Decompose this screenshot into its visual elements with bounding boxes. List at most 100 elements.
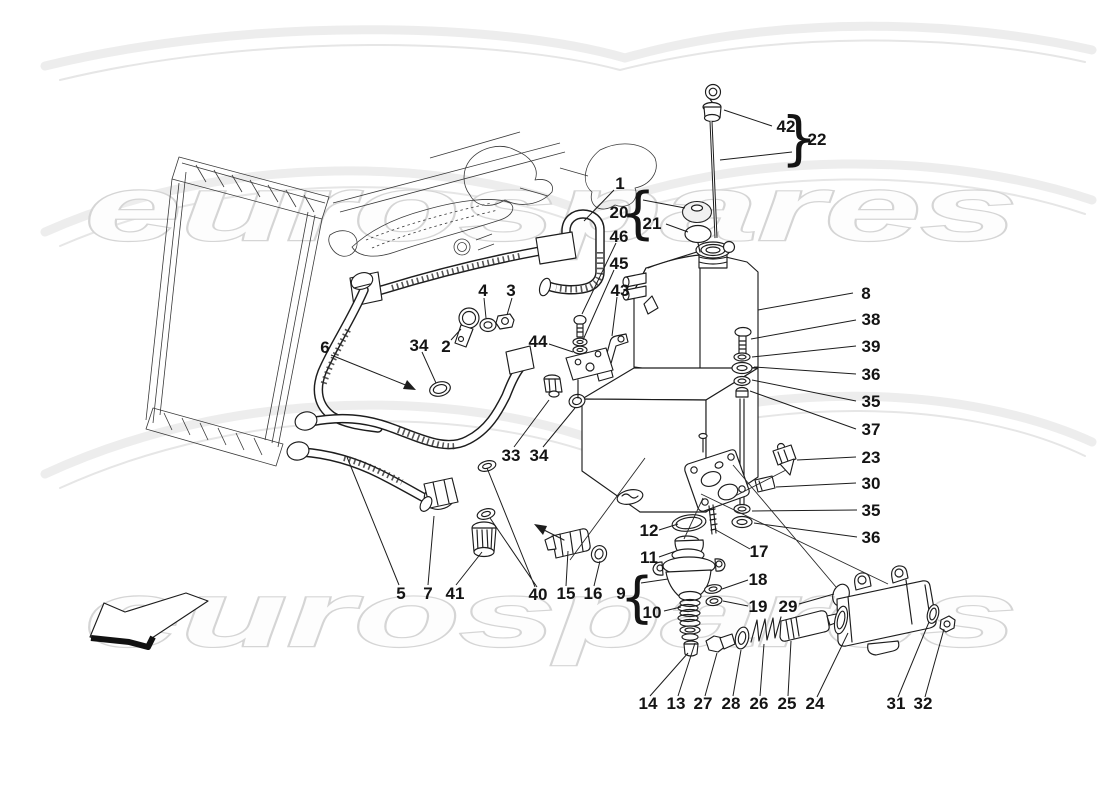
part-number-label[interactable]: 28 [722, 694, 741, 713]
part-number-label[interactable]: 27 [694, 694, 713, 713]
plug-27 [705, 633, 736, 653]
part-number-label[interactable]: 12 [640, 521, 659, 540]
part-number-label[interactable]: 22 [808, 130, 827, 149]
grouping-brace: { [620, 181, 656, 246]
flow-arrow-icon [534, 524, 547, 535]
previous-arrow-icon[interactable] [89, 592, 209, 650]
cap-nut-14 [683, 640, 699, 657]
part-number-label[interactable]: 7 [423, 584, 432, 603]
part-number-label[interactable]: 35 [862, 392, 881, 411]
nut-3 [495, 313, 515, 330]
union-15 [544, 528, 591, 559]
part-number-label[interactable]: 36 [862, 365, 881, 384]
part-number-label[interactable]: 2 [441, 337, 450, 356]
part-number-label[interactable]: 40 [529, 585, 548, 604]
part-number-label[interactable]: 10 [643, 603, 662, 622]
part-number-label[interactable]: 15 [557, 584, 576, 603]
lower-hose [286, 441, 437, 507]
feed-hose [294, 345, 535, 450]
part-number-label[interactable]: 3 [506, 281, 515, 300]
washer-45a [572, 337, 588, 347]
pin-30 [754, 475, 776, 493]
part-number-label[interactable]: 16 [584, 584, 603, 603]
part-number-label[interactable]: 14 [639, 694, 658, 713]
swoosh-top-edge [40, 21, 1097, 71]
dipstick [702, 83, 722, 239]
watermark-layer: eurospares eurospares [40, 21, 1097, 667]
part-number-label[interactable]: 23 [862, 448, 881, 467]
part-number-label[interactable]: 38 [862, 310, 881, 329]
pump-assembly [652, 504, 726, 657]
part-number-label[interactable]: 42 [777, 117, 796, 136]
part-number-label[interactable]: 26 [750, 694, 769, 713]
washer-13a [679, 625, 701, 635]
cap-11 [671, 535, 705, 562]
part-number-label[interactable]: 43 [611, 281, 630, 300]
plug-41 [471, 521, 497, 558]
spring-26 [750, 616, 782, 643]
washer-19 [705, 595, 723, 607]
part-number-label[interactable]: 46 [610, 227, 629, 246]
part-number-label[interactable]: 4 [478, 281, 488, 300]
part-number-label[interactable]: 34 [410, 336, 429, 355]
leader-lines [330, 109, 945, 698]
part-number-label[interactable]: 30 [862, 474, 881, 493]
bolt-46 [573, 314, 587, 326]
washer-40b [476, 508, 496, 520]
leader-arrowhead [403, 380, 416, 390]
seal-34 [568, 393, 586, 409]
part-number-label[interactable]: 9 [616, 584, 625, 603]
part-number-label[interactable]: 25 [778, 694, 797, 713]
part-number-label[interactable]: 45 [610, 254, 629, 273]
valve-assembly [705, 565, 956, 656]
fastener-stacks [565, 314, 797, 529]
part-number-label[interactable]: 34 [530, 446, 549, 465]
part-number-label[interactable]: 36 [862, 528, 881, 547]
pin-17 [708, 504, 718, 535]
part-number-label[interactable]: 44 [529, 332, 548, 351]
part-number-label[interactable]: 35 [862, 501, 881, 520]
washer-18 [703, 584, 723, 594]
grouping-brace: { [620, 566, 654, 629]
engine-background [328, 131, 657, 257]
washer-13b [681, 633, 699, 641]
part-number-label[interactable]: 20 [610, 203, 629, 222]
swoosh-top-edge-echo [59, 39, 1086, 81]
part-number-label[interactable]: 13 [667, 694, 686, 713]
sensor-23 [772, 442, 797, 476]
part-number-label[interactable]: 33 [502, 446, 521, 465]
part-number-label[interactable]: 19 [749, 597, 768, 616]
part-number-label[interactable]: 39 [862, 337, 881, 356]
nut-32 [939, 615, 956, 633]
hoses [286, 209, 605, 507]
part-number-label[interactable]: 6 [320, 338, 329, 357]
part-number-label[interactable]: 18 [749, 570, 768, 589]
part-number-label[interactable]: 17 [750, 542, 769, 561]
filler-cap [681, 200, 713, 253]
washer-40a [477, 460, 497, 472]
housing-24 [833, 565, 937, 656]
radiator [145, 156, 330, 467]
part-number-label[interactable]: 5 [396, 584, 405, 603]
part-number-label[interactable]: 41 [446, 584, 465, 603]
part-number-label[interactable]: 24 [806, 694, 825, 713]
part-number-label[interactable]: 1 [615, 174, 624, 193]
part-number-label[interactable]: 8 [861, 284, 870, 303]
part-number-label[interactable]: 31 [887, 694, 906, 713]
plate-44 [565, 347, 614, 381]
part-number-label[interactable]: 37 [862, 420, 881, 439]
washer-45b [572, 345, 588, 355]
ring-16 [590, 544, 608, 564]
oring-34 [429, 381, 451, 397]
washer-4 [479, 317, 497, 333]
small-parts [419, 307, 608, 564]
grouping-brace: } [781, 104, 818, 172]
part-number-label[interactable]: 29 [779, 597, 798, 616]
part-number-label[interactable]: 11 [640, 548, 658, 567]
part-number-label[interactable]: 32 [914, 694, 933, 713]
part-number-label[interactable]: 21 [643, 214, 662, 233]
body-9 [652, 556, 726, 602]
